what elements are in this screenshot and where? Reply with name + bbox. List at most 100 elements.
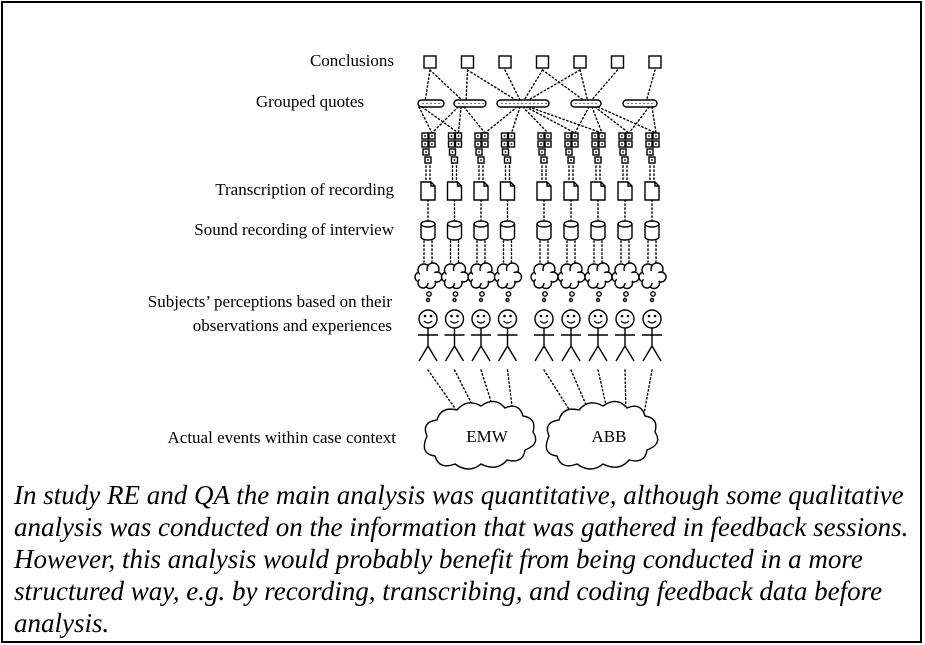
dotted-connector <box>457 106 462 134</box>
quote-box-dot <box>506 159 509 161</box>
cylinder-top <box>499 220 516 228</box>
thought-bubble <box>568 297 574 303</box>
dot <box>466 102 468 105</box>
head <box>497 309 518 329</box>
dot <box>545 102 547 105</box>
dotted-connector <box>643 369 653 415</box>
dot <box>635 102 637 105</box>
figure-caption: In study RE and QA the main analysis was… <box>14 480 909 638</box>
dotted-connector <box>525 106 576 134</box>
dotted-connector <box>522 69 544 103</box>
quote-box-dot <box>431 143 433 145</box>
quote-box-dot <box>574 143 576 145</box>
eye <box>626 314 630 318</box>
eye <box>647 314 651 318</box>
dot <box>639 102 641 105</box>
eye <box>429 314 433 318</box>
dot <box>537 102 539 105</box>
dot <box>505 102 507 105</box>
cloud-outline-icon <box>545 400 659 470</box>
dot <box>595 102 597 105</box>
head <box>615 309 635 329</box>
quote-box-dot <box>621 143 623 145</box>
quote-box-dot <box>568 151 570 153</box>
thought-bubble <box>426 291 432 297</box>
quote-box-dot <box>624 159 626 161</box>
document-icon <box>644 181 660 201</box>
cylinder-body <box>617 224 633 241</box>
stick-figure-icon <box>471 309 491 362</box>
dot <box>579 102 581 105</box>
stick-figure-icon <box>588 309 608 362</box>
quote-box-dot <box>480 159 482 161</box>
dotted-connector <box>465 69 469 103</box>
quote-box-dot <box>541 151 543 153</box>
smile <box>423 320 433 324</box>
thought-bubble <box>505 291 512 297</box>
quote-box-dot <box>431 135 433 137</box>
dot <box>533 102 535 105</box>
dotted-connector <box>510 106 521 134</box>
quote-group-bar-icon <box>453 99 487 108</box>
dot <box>513 102 515 105</box>
cloud-fill <box>472 271 490 283</box>
quote-box-dot <box>451 151 454 153</box>
eye <box>566 314 570 318</box>
smile <box>450 320 459 324</box>
thought-cloud-icon <box>638 262 667 303</box>
dot <box>482 102 484 105</box>
body <box>588 328 608 362</box>
dot <box>517 102 519 105</box>
cylinder-top <box>473 220 489 228</box>
thought-cloud-icon <box>493 262 523 303</box>
thought-bubble <box>649 297 655 303</box>
dotted-connector <box>424 69 431 103</box>
dotted-connector <box>421 106 460 134</box>
thought-bubble <box>541 297 547 303</box>
quote-boxes-icon <box>447 132 463 164</box>
quote-box-dot <box>450 135 453 137</box>
thought-bubble <box>650 291 656 297</box>
label-sound-recording: Sound recording of interview <box>194 220 394 239</box>
dot <box>434 102 436 105</box>
label-actual-events: Actual events within case context <box>168 428 397 447</box>
cylinder-icon <box>499 220 516 241</box>
dot <box>478 102 480 105</box>
quote-box-dot <box>503 143 506 145</box>
stick-figure-icon <box>497 309 518 362</box>
quote-box-dot <box>595 151 597 153</box>
dotted-connector <box>597 106 657 134</box>
dot <box>529 102 531 105</box>
label-conclusions: Conclusions <box>310 51 394 70</box>
quote-box-dot <box>450 143 453 145</box>
quote-box-dot <box>478 151 480 153</box>
eye <box>509 314 512 318</box>
cylinder-icon <box>473 220 489 241</box>
quote-box-dot <box>477 135 479 137</box>
thought-bubble <box>595 297 601 303</box>
eye <box>539 314 543 318</box>
quote-boxes-icon <box>591 132 606 164</box>
cloud-fill <box>498 271 517 283</box>
quote-boxes-icon <box>421 132 436 164</box>
dotted-connector <box>579 69 589 103</box>
body <box>418 328 438 362</box>
quote-box-dot <box>655 143 657 145</box>
document-icon <box>446 181 463 201</box>
quote-boxes-icon <box>564 132 579 164</box>
dotted-connector <box>524 69 581 103</box>
thought-bubble <box>505 297 510 303</box>
cylinder-body <box>563 224 579 241</box>
cylinder-body <box>446 224 463 241</box>
quote-group-bar-icon <box>496 99 550 108</box>
thought-bubble <box>478 297 484 303</box>
conclusion-square-icon <box>648 55 662 69</box>
quote-box-dot <box>622 151 624 153</box>
stick-figure-icon <box>642 309 662 362</box>
thought-bubble <box>479 291 485 297</box>
quote-box-dot <box>651 159 653 161</box>
dot <box>627 102 629 105</box>
quote-box-dot <box>648 135 650 137</box>
smile <box>620 320 630 324</box>
